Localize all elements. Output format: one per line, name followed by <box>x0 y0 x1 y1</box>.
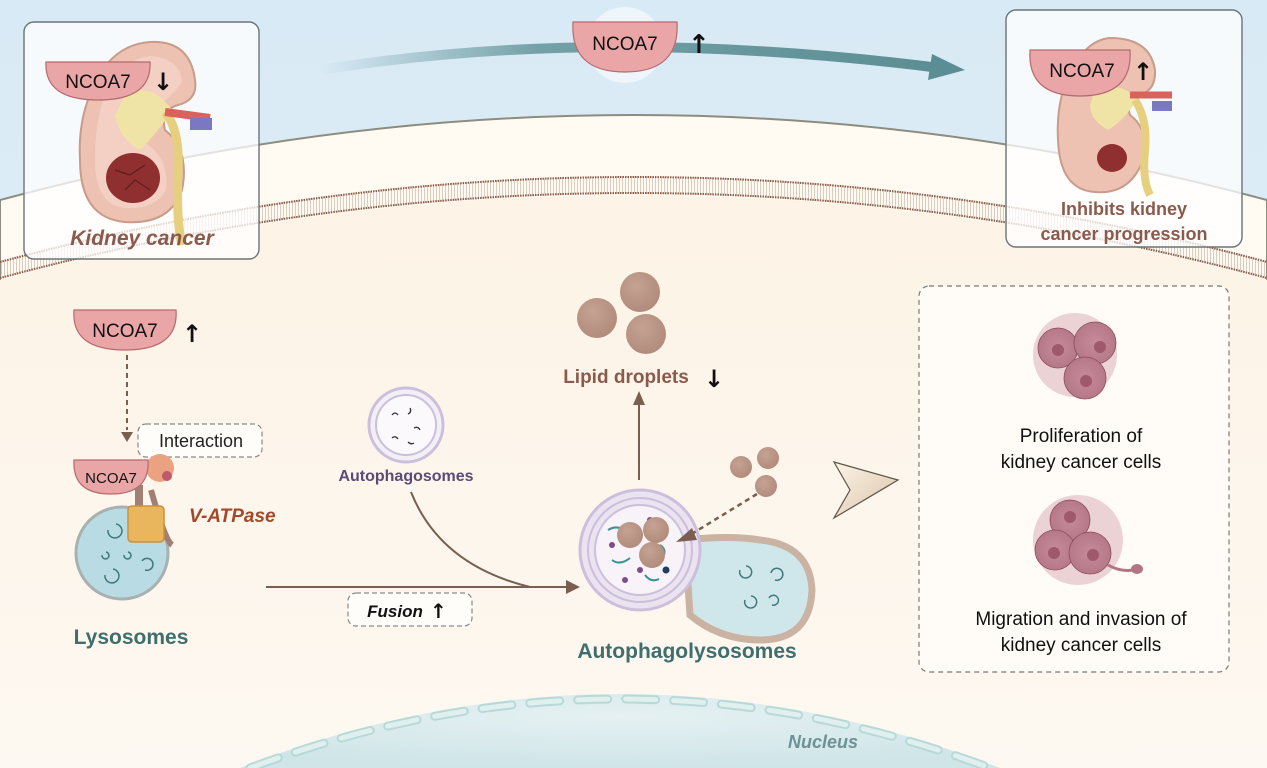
autophagosomes-label: Autophagosomes <box>338 468 473 485</box>
lipid-uptake-dashed-arrow <box>689 492 758 537</box>
migration-line2: kidney cancer cells <box>1001 635 1162 656</box>
lipid-droplets-cluster <box>577 272 666 354</box>
migrating-cells-icon <box>1033 495 1143 585</box>
autophagosome <box>367 386 445 464</box>
ncoa7-label: NCOA7 <box>65 72 130 93</box>
small-lipid-droplets <box>730 447 779 497</box>
inhibits-progression-panel: NCOA7 ↑ Inhibits kidney cancer progressi… <box>1005 9 1243 248</box>
kidney-cancer-caption: Kidney cancer <box>70 227 215 250</box>
up-arrow-icon: ↑ <box>1133 58 1153 86</box>
inhibits-caption-line2: cancer progression <box>1040 224 1207 244</box>
ncoa7-protein-shape <box>572 21 678 73</box>
interaction-label: Interaction <box>159 431 243 451</box>
down-arrow-icon: ↓ <box>153 68 173 96</box>
up-arrow-icon: ↑ <box>430 599 447 623</box>
proliferation-line2: kidney cancer cells <box>1001 452 1162 473</box>
arrowhead-icon <box>566 580 580 594</box>
proliferating-cells-icon <box>1033 313 1117 400</box>
proliferation-line1: Proliferation of <box>1020 426 1143 447</box>
arrowhead-icon <box>121 432 133 442</box>
v-atpase-icon <box>127 454 175 548</box>
ncoa7-protein-shape <box>1029 49 1131 97</box>
autophagolysosomes-label: Autophagolysosomes <box>577 640 796 663</box>
up-arrow-icon: ↑ <box>182 320 202 348</box>
nucleus <box>240 694 1000 768</box>
autophagolysosome <box>578 488 816 644</box>
arrowhead-icon <box>676 528 697 542</box>
down-arrow-icon: ↓ <box>704 365 724 393</box>
lysosomes-label: Lysosomes <box>74 626 189 649</box>
migration-line1: Migration and invasion of <box>975 609 1187 630</box>
up-arrow-icon: ↑ <box>688 30 710 60</box>
kidney-cancer-panel: NCOA7 ↓ Kidney cancer <box>23 21 260 260</box>
fusion-label: Fusion <box>367 602 423 621</box>
nucleus-label: Nucleus <box>788 732 858 752</box>
lipid-droplets-label: Lipid droplets <box>563 367 689 388</box>
ncoa7-bound-label: NCOA7 <box>85 470 137 487</box>
fusion-badge <box>347 592 473 627</box>
interaction-badge <box>137 423 263 458</box>
ncoa7-protein-shape <box>73 309 177 351</box>
autophagosome-to-fusion-arrow <box>410 491 531 588</box>
ncoa7-protein-shape <box>73 459 149 495</box>
inhibits-caption-line1: Inhibits kidney <box>1061 199 1187 219</box>
outcomes-panel: Proliferation of kidney cancer cells Mig… <box>918 285 1230 673</box>
ncoa7-protein-shape <box>45 61 151 101</box>
ncoa7-center: NCOA7 <box>572 7 678 83</box>
ncoa7-label: NCOA7 <box>1049 61 1114 82</box>
ncoa7-label: NCOA7 <box>92 321 157 342</box>
v-atpase-label: V-ATPase <box>189 506 276 527</box>
arrowhead-icon <box>633 391 645 405</box>
ncoa7-label: NCOA7 <box>592 34 657 55</box>
leads-to-chevron-icon <box>832 461 900 520</box>
